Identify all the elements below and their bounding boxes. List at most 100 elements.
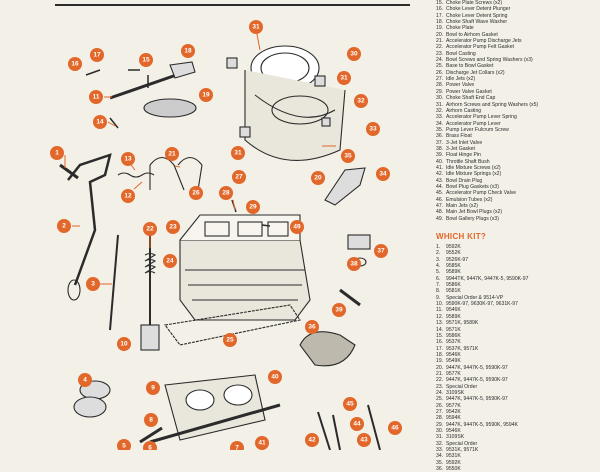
callout-5: 5 — [117, 439, 131, 450]
part-row-text: Accelerator Pump Felt Gasket — [446, 44, 514, 51]
kit-row-text: 9581K — [446, 288, 461, 295]
callout-31-right: 31 — [337, 71, 351, 85]
callout-markers: 1 2 3 4 5 6 7 8 9 10 11 12 13 14 15 16 1… — [50, 20, 402, 450]
part-row-number: 48. — [436, 209, 444, 216]
callout-36: 36 — [305, 320, 319, 334]
kit-row-number: 36. — [436, 466, 444, 472]
part-row: 22.Accelerator Pump Felt Gasket — [436, 44, 596, 50]
accelerator-pump-drawing — [140, 235, 160, 351]
kit-row-number: 15. — [436, 332, 444, 339]
part-row-number: 49. — [436, 215, 444, 222]
callout-25: 25 — [223, 333, 237, 347]
part-row-number: 28. — [436, 82, 444, 89]
callout-21: 21 — [165, 147, 179, 161]
callout-9: 9 — [146, 381, 160, 395]
svg-text:6: 6 — [148, 445, 152, 451]
bowl-casting-drawing — [179, 214, 311, 321]
kit-row: 20.9447K, 9447K-5, 9590K-97 — [436, 365, 596, 371]
part-row-text: Choke Lever Detent Plunger — [446, 6, 511, 13]
part-row-number: 32. — [436, 107, 444, 114]
kit-row-number: 21. — [436, 370, 444, 377]
callout-49: 49 — [290, 220, 304, 234]
part-row-number: 23. — [436, 50, 444, 57]
base-gasket-drawing — [164, 304, 301, 346]
callout-42: 42 — [305, 433, 319, 447]
kit-row-number: 8. — [436, 288, 441, 295]
throttle-plate-drawing-2 — [73, 396, 107, 418]
part-row: 25.Base to Bowl Gasket — [436, 63, 596, 69]
svg-text:3: 3 — [91, 281, 95, 288]
part-row-text: Choke Plate — [446, 25, 474, 32]
kit-row-text: 9542K — [446, 408, 461, 415]
svg-text:28: 28 — [222, 190, 230, 197]
svg-text:5: 5 — [122, 443, 126, 450]
kit-row-text: 9589K — [446, 269, 461, 276]
pump-rod-drawing — [109, 234, 119, 331]
callout-10: 10 — [117, 337, 131, 351]
part-row: 49.Bowl Gallery Plugs (x3) — [436, 216, 596, 222]
part-row-text: Power Valve Gasket — [446, 88, 492, 95]
svg-text:26: 26 — [192, 190, 200, 197]
part-row: 28.Power Valve — [436, 82, 596, 88]
part-row-text: Pump Lever Fulcrum Screw — [446, 126, 509, 133]
part-row: 45.Accelerator Pump Check Valve — [436, 190, 596, 196]
callout-44: 44 — [350, 417, 364, 431]
svg-text:25: 25 — [226, 337, 234, 344]
svg-text:49: 49 — [293, 224, 301, 231]
part-row-text: Idle Jets (x2) — [446, 76, 476, 83]
part-row-text: Discharge Jet Collars (x2) — [446, 69, 505, 76]
kit-row-number: 7. — [436, 282, 441, 289]
kit-row-number: 30. — [436, 428, 444, 434]
kit-row-number: 12. — [436, 313, 444, 320]
kit-row-text: Special Order & 9514-VP — [446, 294, 504, 301]
kit-row-text: 9944TK, 9447K, 9447K-5, 9590K-97 — [446, 275, 529, 282]
part-row-text: Throttle Shaft Bush — [446, 158, 490, 165]
part-row-text: Bowl Drain Plug — [446, 177, 483, 184]
callout-11: 11 — [89, 90, 103, 104]
svg-text:36: 36 — [308, 324, 316, 331]
kit-row-number: 1. — [436, 244, 441, 251]
kit-row: 30.9546K — [436, 428, 596, 434]
part-row-text: Power Valve — [446, 82, 475, 89]
kit-row: 32.Special Order — [436, 441, 596, 447]
kit-row-text: 9537K — [446, 339, 461, 346]
part-row-text: Float Hinge Pin — [446, 152, 481, 159]
part-row-number: 45. — [436, 190, 444, 197]
callout-30: 30 — [347, 47, 361, 61]
kit-row-number: 16. — [436, 339, 444, 346]
svg-text:32: 32 — [357, 98, 365, 105]
callout-45: 45 — [343, 397, 357, 411]
kit-row-text: 9447K, 9447K-5, 9590K, 9594K — [446, 421, 518, 428]
svg-text:30: 30 — [350, 51, 358, 58]
carburetor-exploded-diagram: 1 2 3 4 5 6 7 8 9 10 11 12 13 14 15 16 1… — [50, 20, 402, 450]
kit-row-number: 17. — [436, 345, 444, 352]
kit-row: 13.9571K, 9589K — [436, 320, 596, 326]
svg-text:37: 37 — [377, 248, 385, 255]
kit-row: 17.9537K, 9571K — [436, 346, 596, 352]
kit-row-number: 28. — [436, 415, 444, 422]
kit-row-number: 5. — [436, 269, 441, 276]
part-row-text: Idle Mixture Screws (x2) — [446, 164, 501, 171]
part-row: 20.Bowl to Airhorn Gasket — [436, 32, 596, 38]
kit-row-number: 22. — [436, 377, 444, 384]
part-row-number: 26. — [436, 69, 444, 76]
kit-row-number: 2. — [436, 250, 441, 257]
part-row-number: 19. — [436, 25, 444, 32]
svg-text:29: 29 — [249, 204, 257, 211]
part-row: 34.Accelerator Pump Lever — [436, 121, 596, 127]
small-screws-drawing — [85, 69, 271, 227]
callout-26: 26 — [189, 186, 203, 200]
kit-row-number: 25. — [436, 396, 444, 403]
kit-row: 2.9552K — [436, 250, 596, 256]
kit-row-number: 29. — [436, 421, 444, 428]
part-row-text: Airhorn Screws and Spring Washers (x5) — [446, 101, 539, 108]
part-row-number: 42. — [436, 171, 444, 178]
part-row-text: Bowl Screws and Spring Washers (x3) — [446, 57, 533, 64]
kit-row-number: 19. — [436, 358, 444, 365]
part-row: 35.Pump Lever Fulcrum Screw — [436, 127, 596, 133]
part-row: 19.Choke Plate — [436, 25, 596, 31]
callout-8: 8 — [144, 413, 158, 427]
discharge-jets-drawing — [149, 156, 203, 191]
part-row: 44.Bowl Plug Gaskets (x3) — [436, 184, 596, 190]
